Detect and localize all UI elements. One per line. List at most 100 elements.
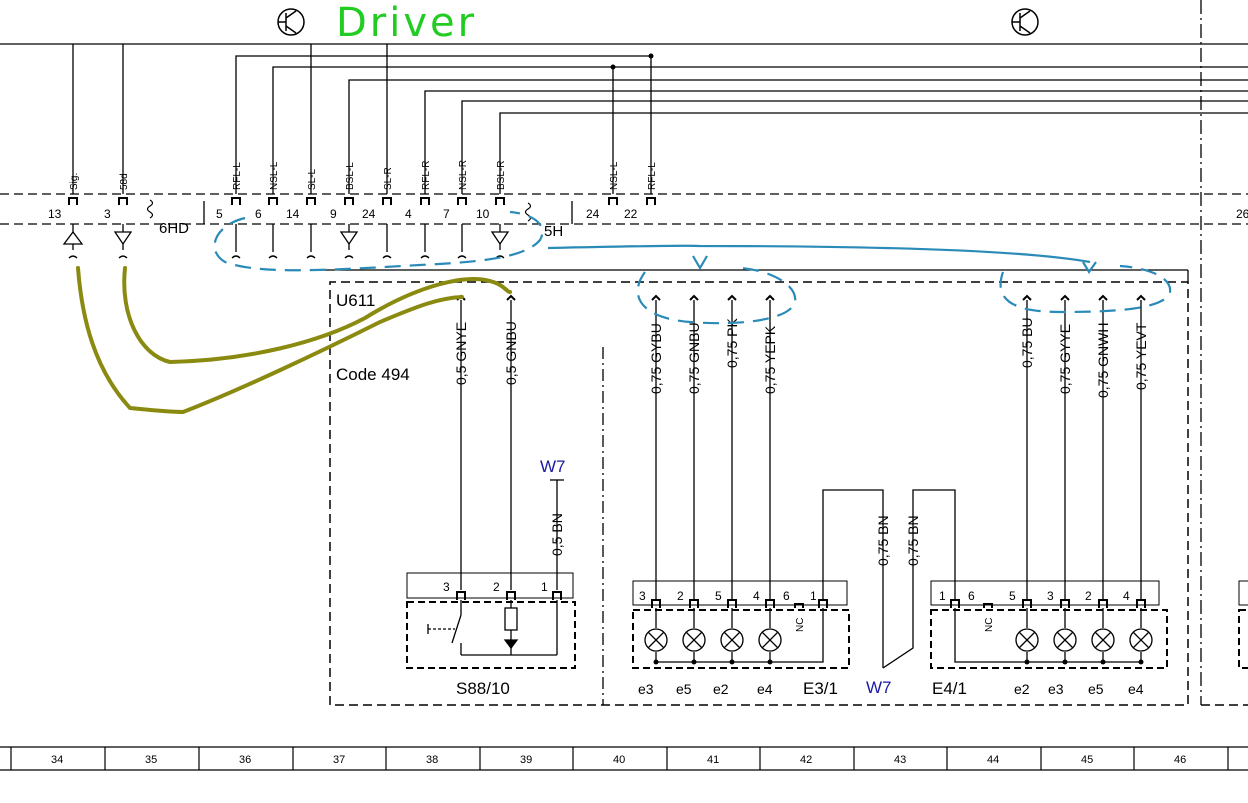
svg-text:1: 1 [810,589,817,603]
svg-text:RFL-L: RFL-L [647,162,658,190]
lower-pin-stubs [62,224,510,259]
svg-text:43: 43 [894,754,906,766]
svg-text:6: 6 [255,207,262,221]
svg-text:41: 41 [707,754,719,766]
transistor-icon [277,8,305,36]
svg-text:3: 3 [443,580,450,594]
svg-text:NSL-L: NSL-L [609,161,620,190]
s88-10-label: S88/10 [456,679,510,698]
svg-text:NSL-L: NSL-L [269,161,280,190]
svg-text:39: 39 [520,754,532,766]
svg-text:RFL-R: RFL-R [421,161,432,190]
svg-text:e4: e4 [757,681,773,697]
svg-text:0,75 YEVT: 0,75 YEVT [1133,322,1149,390]
svg-text:44: 44 [987,754,999,766]
svg-text:0,5 GNYE: 0,5 GNYE [453,322,469,385]
svg-text:0,75 GYYE: 0,75 GYYE [1057,324,1073,394]
svg-text:BSL-R: BSL-R [496,161,507,190]
svg-text:2: 2 [1085,589,1092,603]
svg-text:RFL-L: RFL-L [232,162,243,190]
svg-text:0,75 GYBU: 0,75 GYBU [648,323,664,394]
svg-text:42: 42 [800,754,812,766]
svg-text:0,75 PK: 0,75 PK [724,318,740,368]
svg-text:36: 36 [239,754,251,766]
svg-text:6: 6 [968,589,975,603]
svg-text:NC: NC [795,618,806,632]
svg-text:BSL-L: BSL-L [345,162,356,190]
connector-label-5h: 5H [544,223,563,240]
top-pin-numbers: 13 3 5 6 14 9 24 4 7 10 24 22 26 [48,207,1248,221]
grid-ruler: 34 35 36 37 38 39 40 41 42 43 44 45 46 [0,746,1248,771]
svg-text:2: 2 [493,580,500,594]
svg-text:58d: 58d [119,173,130,190]
svg-text:0,75 GNBU: 0,75 GNBU [686,322,702,394]
svg-text:4: 4 [753,589,760,603]
svg-text:5: 5 [1009,589,1016,603]
svg-text:5: 5 [715,589,722,603]
svg-text:26: 26 [1236,207,1248,221]
svg-text:7: 7 [443,207,450,221]
ground-label-w7: W7 [540,457,566,476]
svg-text:e3: e3 [1048,681,1064,697]
svg-text:22: 22 [624,207,638,221]
e4-1-label: E4/1 [932,679,967,698]
e3-1-label: E3/1 [803,679,838,698]
svg-text:e2: e2 [1014,681,1030,697]
svg-text:0,75 GNWH: 0,75 GNWH [1095,323,1111,398]
svg-text:1: 1 [541,580,548,594]
svg-text:3: 3 [1047,589,1054,603]
svg-text:14: 14 [286,207,300,221]
svg-text:e4: e4 [1128,681,1144,697]
svg-text:45: 45 [1081,754,1093,766]
svg-text:NSL-R: NSL-R [458,160,469,190]
svg-text:e5: e5 [1088,681,1104,697]
svg-text:3: 3 [639,589,646,603]
svg-text:35: 35 [145,754,157,766]
handdrawn-blue-markings [213,210,1172,325]
svg-text:5: 5 [216,207,223,221]
top-pin-signal-labels: Sig. 58d RFL-L NSL-L SL-L BSL-L SL-R RFL… [69,160,658,190]
svg-text:0,75 YEPK: 0,75 YEPK [762,325,778,394]
connector-label-6hd: 6HD [159,220,189,237]
top-pin-marks [68,197,656,205]
handdrawn-olive-markings [76,266,512,415]
svg-text:e5: e5 [676,681,692,697]
svg-text:0,75 BN: 0,75 BN [875,515,891,566]
svg-text:0,75 BU: 0,75 BU [1019,317,1035,368]
e3-1-component: 3 2 5 4 6 1 NC e3 e5 e2 e4 E3/1 [632,580,850,698]
s88-10-component: 3 2 1 S88/10 [406,572,576,698]
svg-text:0,75 BN: 0,75 BN [905,515,921,566]
lamp-icon [1015,628,1153,652]
lamp-icon [644,628,782,652]
svg-text:1: 1 [939,589,946,603]
svg-text:4: 4 [405,207,412,221]
svg-text:SL-L: SL-L [307,168,318,190]
svg-text:NC: NC [984,618,995,632]
module-code: Code 494 [336,365,410,384]
module-pin-marks [456,294,1146,301]
svg-text:34: 34 [51,754,63,766]
svg-text:Sig.: Sig. [69,173,80,190]
svg-text:e3: e3 [638,681,654,697]
svg-text:e2: e2 [713,681,729,697]
driver-annotation: Driver [336,0,477,46]
transistor-icon [1011,8,1039,36]
svg-text:SL-R: SL-R [383,167,394,190]
svg-text:2: 2 [677,589,684,603]
svg-text:9: 9 [330,207,337,221]
svg-text:40: 40 [613,754,625,766]
svg-text:37: 37 [333,754,345,766]
svg-text:6: 6 [783,589,790,603]
svg-text:4: 4 [1123,589,1130,603]
svg-text:24: 24 [362,207,376,221]
svg-text:46: 46 [1174,754,1186,766]
wire-labels: 0,5 GNYE 0,5 GNBU 0,5 BN 0,75 GYBU 0,75 … [453,317,1149,566]
svg-text:3: 3 [104,207,111,221]
module-name: U611 [336,291,375,310]
svg-text:0,5 BN: 0,5 BN [549,513,565,556]
svg-text:38: 38 [426,754,438,766]
svg-text:24: 24 [586,207,600,221]
svg-text:13: 13 [48,207,62,221]
svg-text:0,5 GNBU: 0,5 GNBU [503,321,519,385]
